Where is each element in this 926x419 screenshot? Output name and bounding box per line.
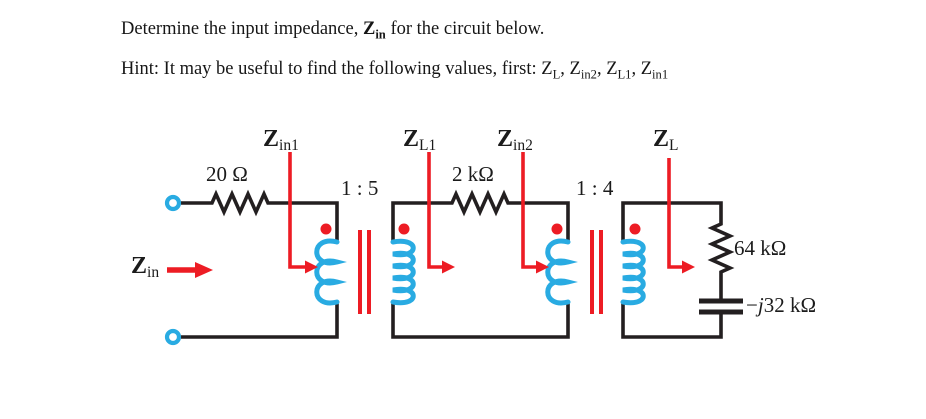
zl1-arrowhead <box>442 260 455 274</box>
hint-value-zl: ZL, <box>541 59 570 82</box>
zin-arrow <box>167 262 213 278</box>
zl-arrowhead <box>682 260 695 274</box>
left-loop-bottom-wire <box>181 302 339 339</box>
label-zin1: Zin1 <box>263 126 299 154</box>
transformer-1 <box>314 223 416 314</box>
transformer1-primary-polarity-dot <box>320 223 332 235</box>
label-zin2: Zin2 <box>497 126 533 154</box>
zin-symbol-inline: Zin <box>362 19 386 42</box>
load-resistor-value: 64 kΩ <box>734 236 787 260</box>
zin2-arrowhead <box>536 260 549 274</box>
transformer2-ratio: 1 : 4 <box>576 176 614 200</box>
right-loop-bottom-wire <box>621 302 723 339</box>
middle-top-wire-and-mid-resistor <box>391 189 570 242</box>
label-zin: Zin <box>131 253 160 281</box>
impedance-arrowheads <box>305 260 695 274</box>
zin1-arrow-line <box>288 152 306 269</box>
middle-loop-bottom-wire <box>391 302 570 339</box>
zin-symbol-subscript: in <box>375 27 386 42</box>
transformer2-primary-polarity-dot <box>551 223 563 235</box>
top-wire-and-series-resistor <box>181 189 339 242</box>
hint-value-zin2: Zin2, <box>569 59 607 82</box>
hint-value-zl1: ZL1, <box>606 59 641 82</box>
problem-statement: Determine the input impedance, Zin for t… <box>121 19 545 42</box>
series-resistor-value: 20 Ω <box>206 162 248 186</box>
transformer-2 <box>545 223 646 314</box>
label-zl: ZL <box>653 126 679 154</box>
transformer2-secondary-polarity-dot <box>629 223 641 235</box>
zl-arrow-line <box>667 158 683 269</box>
input-terminal-top <box>164 194 182 212</box>
transformer1-core <box>358 230 371 314</box>
hint-text: Hint: It may be useful to find the follo… <box>121 59 669 82</box>
capacitor-plates <box>699 298 743 315</box>
left-loop-wires <box>181 189 339 339</box>
zin1-arrowhead <box>305 260 318 274</box>
label-zl1: ZL1 <box>403 126 437 154</box>
load-capacitor-value: −j32 kΩ <box>746 293 817 317</box>
middle-loop-wires <box>391 189 570 339</box>
hint-value-zin1: Zin1 <box>640 59 669 82</box>
zl1-arrow-line <box>427 152 443 269</box>
zin-arrowhead <box>195 262 213 278</box>
right-top-wire-and-load-resistor <box>621 201 735 301</box>
impedance-arrows <box>288 152 683 269</box>
transformer1-ratio: 1 : 5 <box>341 176 379 200</box>
input-terminal-bottom <box>164 328 182 346</box>
right-loop-wires <box>621 201 743 339</box>
transformer2-primary-coil <box>545 238 571 306</box>
problem-prefix: Determine the input impedance, <box>121 19 363 39</box>
problem-suffix: for the circuit below. <box>385 19 545 39</box>
zin2-arrow-line <box>521 152 537 269</box>
mid-resistor-value: 2 kΩ <box>452 162 494 186</box>
transformer1-primary-coil <box>314 238 340 306</box>
hint-prefix: Hint: It may be useful to find the follo… <box>121 59 542 79</box>
transformer1-secondary-coil <box>390 238 416 306</box>
transformer1-secondary-polarity-dot <box>398 223 410 235</box>
transformer2-secondary-coil <box>620 238 646 306</box>
transformer2-core <box>590 230 603 314</box>
